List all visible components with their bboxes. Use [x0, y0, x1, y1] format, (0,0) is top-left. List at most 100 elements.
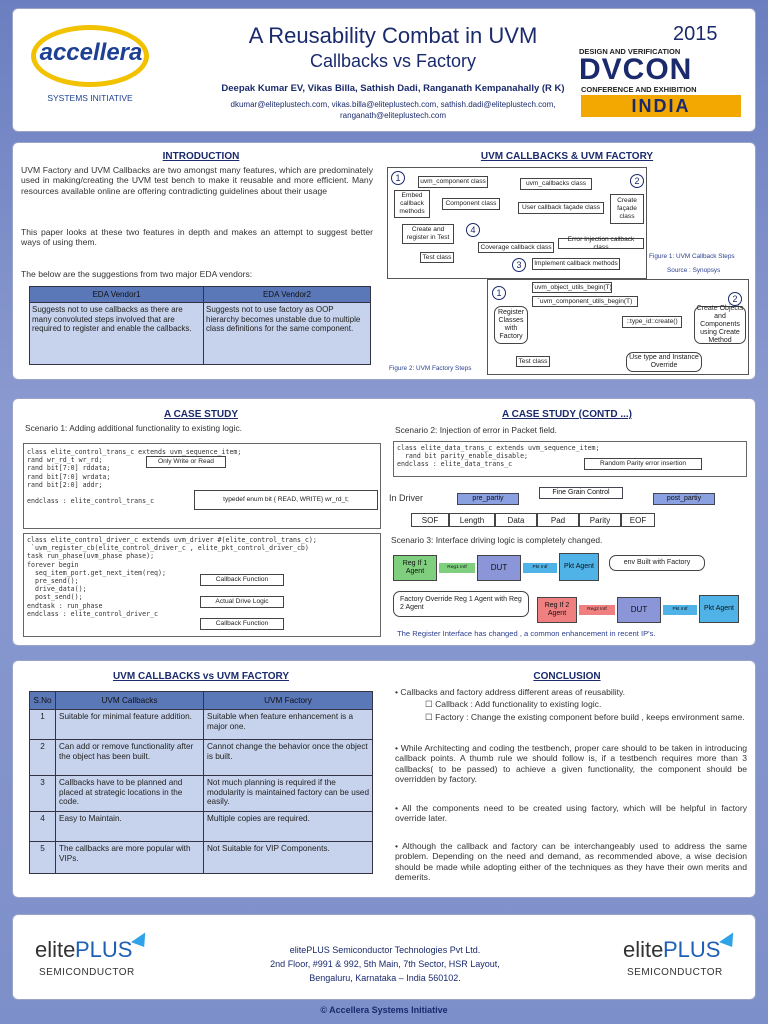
- dvcon-country: INDIA: [581, 95, 741, 117]
- intro-paragraph-2: This paper looks at these two features i…: [21, 227, 373, 248]
- register-interface-note: The Register Interface has changed , a c…: [397, 629, 656, 638]
- pkt-intf-arrow-1: Pkt Intf: [523, 563, 557, 573]
- reg2-intf-arrow: Reg2 Intf: [579, 605, 615, 615]
- conclusion-bullet-1: • Callbacks and factory address differen…: [395, 687, 626, 697]
- footer-address: elitePLUS Semiconductor Technologies Pvt…: [173, 943, 597, 985]
- code-block-2: class elite_control_driver_c extends uvm…: [27, 536, 317, 618]
- emails-line-2: ranganath@eliteplustech.com: [340, 111, 446, 120]
- intro-paragraph-1: UVM Factory and UVM Callbacks are two am…: [21, 165, 373, 196]
- dut-1: DUT: [477, 555, 521, 581]
- conclusion-bullet-2: • While Architecting and coding the test…: [395, 743, 747, 785]
- dvcon-main: DVCON: [579, 53, 693, 86]
- header-panel: accellera SYSTEMS INITIATIVE A Reusabili…: [12, 8, 756, 132]
- row-1-factory: Suitable when feature enhancement is a m…: [203, 709, 373, 740]
- note-random-parity: Random Parity error insertion: [584, 458, 702, 470]
- post-parity-chip: post_partiy: [653, 493, 715, 505]
- field-length: Length: [449, 513, 495, 527]
- footer-address-2: Bengaluru, Karnataka – India 560102.: [309, 973, 461, 983]
- fig1-box-facade: User callback façade class: [518, 202, 604, 214]
- fig1-box-error-injection: Error Injection callback class: [558, 236, 644, 251]
- eliteplus-logo-right: elite PLUS SEMICONDUCTOR: [623, 929, 743, 987]
- accellera-logo-ellipse: [31, 25, 149, 87]
- row-4-factory: Multiple copies are required.: [203, 811, 373, 842]
- poster-subtitle: Callbacks vs Factory: [309, 51, 477, 71]
- factory-override-note: Factory Override Reg 1 Agent with Reg 2 …: [393, 591, 529, 617]
- scenario-1-text: Scenario 1: Adding additional functional…: [25, 423, 242, 433]
- code-block-3-frame: class elite_data_trans_c extends uvm_seq…: [393, 441, 747, 477]
- conclusion-sub-1b: ☐ Factory : Change the existing componen…: [425, 712, 745, 722]
- comparison-title: UVM CALLBACKS vs UVM FACTORY: [112, 671, 290, 682]
- eliteplus-left-plus: PLUS: [75, 937, 133, 962]
- figure-2-diagram: 1 `uvm_object_utils_begin(T) `uvm_compon…: [487, 279, 749, 375]
- pkt-agent-1: Pkt Agent: [559, 553, 599, 581]
- footer-panel: elite PLUS SEMICONDUCTOR elitePLUS Semic…: [12, 914, 756, 1000]
- note-callback-1: Callback Function: [200, 574, 284, 586]
- figure-1-diagram: 1 uvm_component class uvm_callbacks clas…: [387, 167, 647, 279]
- vendor-cell-2: Suggests not to use factory as OOP hiera…: [203, 302, 371, 365]
- row-4-callbacks: Easy to Maintain.: [55, 811, 204, 842]
- fig1-box-uvm-callbacks: uvm_callbacks class: [520, 178, 592, 190]
- accellera-logo-wordmark: accellera: [39, 39, 143, 66]
- dvcon-year: 2015: [673, 23, 718, 45]
- vendor-header-2: EDA Vendor2: [203, 286, 371, 303]
- note-typedef: typedef enum bit { READ, WRITE} wr_rd_t;: [194, 490, 378, 510]
- reg-if-2-agent: Reg If 2 Agent: [537, 597, 577, 623]
- reg1-intf-arrow: Reg1 Intf: [439, 563, 475, 573]
- conclusion-bullet-3: • All the components need to be created …: [395, 803, 747, 824]
- fig2-box-register: Register Classes with Factory: [494, 306, 528, 344]
- fig1-box-implement: Implement callback methods: [532, 258, 620, 270]
- fig2-box-create-call: ::type_id::create(): [622, 316, 682, 328]
- vendor-header-1: EDA Vendor1: [29, 286, 204, 303]
- row-2-callbacks: Can add or remove functionality after th…: [55, 739, 204, 776]
- row2-panel: A CASE STUDY Scenario 1: Adding addition…: [12, 398, 756, 646]
- dut-2: DUT: [617, 597, 661, 623]
- row-3-sno: 3: [29, 775, 56, 812]
- scenario-2-text: Scenario 2: Injection of error in Packet…: [395, 425, 557, 435]
- row-2-sno: 2: [29, 739, 56, 776]
- fig2-step-1-marker: 1: [492, 286, 506, 300]
- fig2-box-test: Test class: [516, 356, 550, 367]
- eliteplus-right-sub: SEMICONDUCTOR: [627, 967, 723, 978]
- vendor-cell-1: Suggests not to use callbacks as there a…: [29, 302, 204, 365]
- vendor-table: EDA Vendor1 EDA Vendor2 Suggests not to …: [29, 286, 371, 365]
- field-parity: Parity: [579, 513, 621, 527]
- dvcon-logo: 2015 DESIGN AND VERIFICATION DVCON CONFE…: [573, 23, 749, 123]
- fig1-box-uvm-component: uvm_component class: [418, 176, 488, 188]
- note-only-write-read: Only Write or Read: [146, 456, 226, 468]
- note-callback-2: Callback Function: [200, 618, 284, 630]
- dvcon-tag2: CONFERENCE AND EXHIBITION: [581, 85, 697, 94]
- field-pad: Pad: [537, 513, 579, 527]
- eliteplus-logo-left: elite PLUS SEMICONDUCTOR: [35, 929, 155, 987]
- conclusion-b2-text: While Architecting and coding the testbe…: [395, 743, 747, 785]
- env-built-note: env Built with Factory: [609, 555, 705, 571]
- code-block-1: class elite_control_trans_c extends uvm_…: [27, 448, 242, 506]
- row-5-factory: Not Suitable for VIP Components.: [203, 841, 373, 874]
- step-4-marker: 4: [466, 223, 480, 237]
- code-block-2-frame: class elite_control_driver_c extends uvm…: [23, 533, 381, 637]
- figure-1-caption: Figure 1: UVM Callback Steps: [649, 253, 735, 260]
- copyright: © Accellera Systems Initiative: [320, 1005, 448, 1015]
- conclusion-b4-text: Although the callback and factory can be…: [395, 841, 747, 883]
- intro-paragraph-3: The below are the suggestions from two m…: [21, 269, 253, 279]
- reg-if-1-agent: Reg If 1 Agent: [393, 555, 437, 581]
- figure-1-source: Source : Synopsys: [667, 267, 721, 274]
- callbacks-factory-title: UVM CALLBACKS & UVM FACTORY: [480, 151, 654, 162]
- fig2-box-component-utils: `uvm_component_utils_begin(T): [532, 296, 638, 307]
- eliteplus-left-elite: elite: [35, 937, 76, 962]
- fig2-box-override: Use type and Instance Override: [626, 352, 702, 372]
- conclusion-b3-text: All the components need to be created us…: [395, 803, 747, 824]
- note-actual-drive: Actual Drive Logic: [200, 596, 284, 608]
- row-5-callbacks: The callbacks are more popular with VIPs…: [55, 841, 204, 874]
- comparison-header-factory: UVM Factory: [203, 691, 373, 710]
- step-2-marker: 2: [630, 174, 644, 188]
- eliteplus-left-swoosh-icon: [131, 929, 149, 947]
- code-block-1-frame: class elite_control_trans_c extends uvm_…: [23, 443, 381, 529]
- fig1-box-create-register: Create and register in Test: [402, 224, 454, 244]
- fig1-box-test: Test class: [420, 252, 454, 263]
- intro-title: INTRODUCTION: [162, 151, 240, 162]
- field-eof: EOF: [621, 513, 655, 527]
- eliteplus-right-elite: elite: [623, 937, 664, 962]
